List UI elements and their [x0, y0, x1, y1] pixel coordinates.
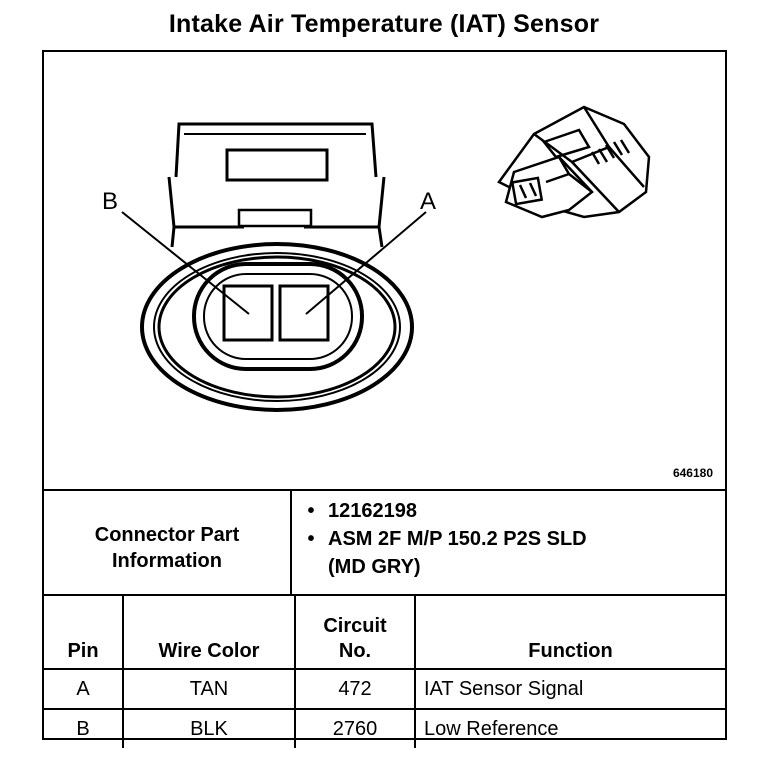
connector-description-continued: (MD GRY) [328, 556, 421, 578]
connector-info-label: Connector Part Information [44, 491, 292, 596]
connector-info-list: • 12162198 • ASM 2F M/P 150.2 P2S SLD (M… [294, 497, 724, 581]
connector-3d-illustration [497, 105, 651, 219]
header-pin: Pin [44, 594, 124, 670]
terminal-a [278, 284, 330, 342]
leader-line-b [121, 211, 250, 315]
cell-pin: A [44, 668, 124, 710]
connector-description: ASM 2F M/P 150.2 P2S SLD [328, 528, 587, 550]
header-circuit-line2: No. [338, 640, 372, 662]
bullet-icon: • [307, 528, 315, 550]
connector-info-label-line1: Connector Part [94, 523, 240, 546]
cell-function: IAT Sensor Signal [414, 668, 725, 710]
cell-circuit: 472 [294, 668, 416, 710]
leader-line-a [305, 211, 427, 315]
cell-wire-color: BLK [122, 708, 296, 748]
table-row: B BLK 2760 Low Reference [44, 708, 725, 748]
connector-info-label-line2: Information [112, 549, 222, 572]
table-header-row: Pin Wire Color Circuit No. Function [44, 594, 725, 670]
header-circuit-line1: Circuit [323, 615, 387, 637]
cell-function: Low Reference [414, 708, 725, 748]
pin-table: Pin Wire Color Circuit No. Function A TA… [44, 594, 725, 748]
connector-info-item: • 12162198 [294, 497, 724, 525]
connector-part-information: Connector Part Information • 12162198 • … [44, 489, 725, 596]
page-title: Intake Air Temperature (IAT) Sensor [168, 10, 600, 38]
connector-info-item: • ASM 2F M/P 150.2 P2S SLD [294, 525, 724, 553]
cell-wire-color: TAN [122, 668, 296, 710]
cell-pin: B [44, 708, 124, 748]
header-wire-color: Wire Color [122, 594, 296, 670]
terminal-b [222, 284, 274, 342]
part-number: 12162198 [328, 500, 417, 522]
connector-face [121, 122, 427, 412]
sensor-sheet: B A 646180 Connector Part Information • … [42, 50, 727, 748]
header-circuit-no: Circuit No. [294, 594, 416, 670]
table-row: A TAN 472 IAT Sensor Signal [44, 668, 725, 710]
figure-number: 646180 [672, 466, 713, 480]
pin-label-a: A [420, 188, 436, 215]
header-function: Function [414, 594, 725, 670]
connector-diagram: B A [102, 105, 651, 412]
cell-circuit: 2760 [294, 708, 416, 748]
pin-label-b: B [102, 188, 118, 215]
bullet-icon: • [307, 500, 315, 522]
